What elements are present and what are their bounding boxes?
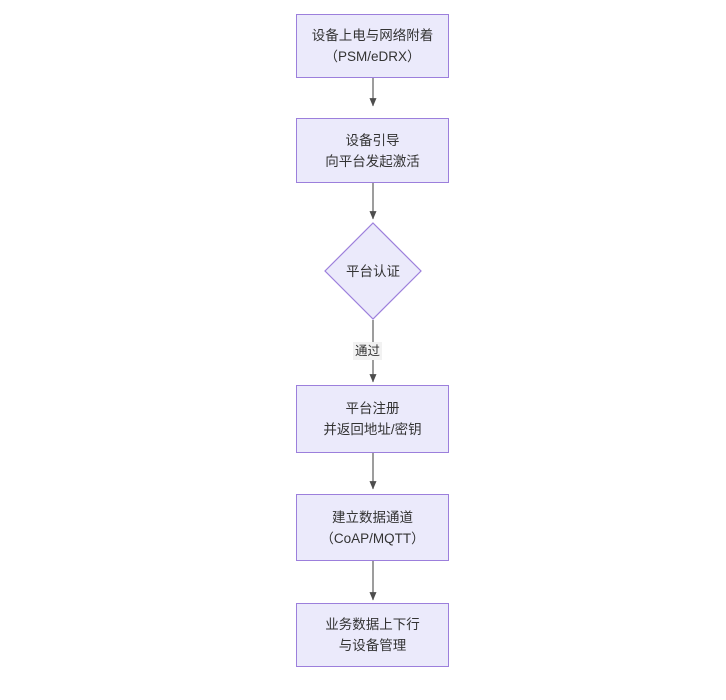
node-line: 建立数据通道 bbox=[332, 509, 413, 525]
node-data-channel[interactable]: 建立数据通道 （CoAP/MQTT） bbox=[296, 494, 449, 561]
node-line: 平台认证 bbox=[346, 263, 400, 279]
node-line: 向平台发起激活 bbox=[325, 153, 420, 169]
node-device-bootstrap[interactable]: 设备引导 向平台发起激活 bbox=[296, 118, 449, 183]
edge-label-text: 通过 bbox=[355, 344, 381, 358]
node-platform-auth[interactable]: 平台认证 bbox=[324, 222, 422, 320]
edge-label-pass: 通过 bbox=[353, 342, 383, 360]
node-business-data[interactable]: 业务数据上下行 与设备管理 bbox=[296, 603, 449, 667]
diamond-shape bbox=[324, 222, 422, 320]
node-line: 业务数据上下行 bbox=[325, 617, 420, 632]
node-line: 并返回地址/密钥 bbox=[323, 422, 422, 437]
node-line: （PSM/eDRX） bbox=[324, 49, 421, 64]
node-line: 设备引导 bbox=[345, 132, 400, 148]
node-platform-register[interactable]: 平台注册 并返回地址/密钥 bbox=[296, 385, 449, 453]
node-line: 与设备管理 bbox=[338, 638, 407, 653]
node-line: （CoAP/MQTT） bbox=[320, 530, 425, 546]
node-device-power-on[interactable]: 设备上电与网络附着 （PSM/eDRX） bbox=[296, 14, 449, 78]
node-line: 平台注册 bbox=[345, 401, 400, 416]
node-line: 设备上电与网络附着 bbox=[311, 28, 434, 43]
